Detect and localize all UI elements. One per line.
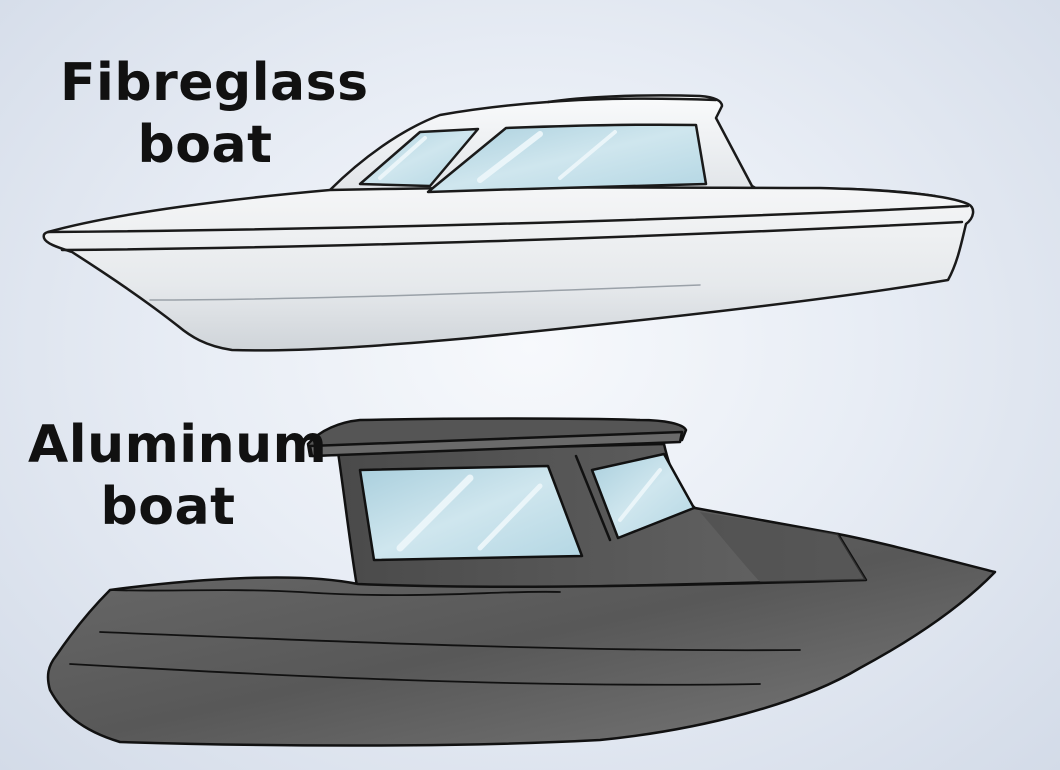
fibreglass-rubrail: [60, 220, 964, 252]
aluminum-hull: [46, 532, 997, 747]
aluminum-side-window: [590, 452, 696, 540]
fibreglass-gunwale: [46, 204, 970, 234]
aluminum-label-line2: boat: [100, 477, 236, 537]
aluminum-boat-label: Aluminum boat: [28, 414, 328, 538]
aluminum-boat: [46, 417, 997, 747]
aluminum-hull-line: [69, 663, 761, 686]
fibreglass-boat-label: Fibreglass boat: [60, 52, 369, 176]
fibreglass-label-line1: Fibreglass: [60, 53, 369, 113]
aluminum-hull-line: [99, 631, 801, 652]
fibreglass-keel: [149, 284, 701, 301]
fibreglass-side-window: [426, 123, 708, 194]
fibreglass-label-line2: boat: [137, 115, 273, 175]
aluminum-label-line1: Aluminum: [28, 415, 328, 475]
fibreglass-boat: [42, 94, 975, 352]
